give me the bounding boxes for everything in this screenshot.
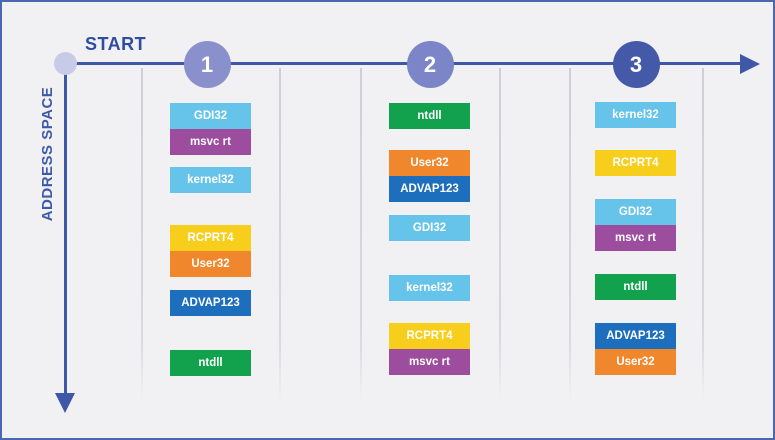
module-block-user32: User32 xyxy=(170,251,251,277)
module-block-user32: User32 xyxy=(389,150,470,176)
module-block-gdi32: GDI32 xyxy=(595,199,676,225)
module-block-gdi32: GDI32 xyxy=(389,215,470,241)
start-label: START xyxy=(85,34,147,54)
module-block-msvc-rt: msvc rt xyxy=(389,349,470,375)
step-circle-2: 2 xyxy=(406,41,454,88)
y-axis-label: ADDRESS SPACE xyxy=(39,86,56,222)
module-block-gdi32: GDI32 xyxy=(170,103,251,129)
module-block-user32: User32 xyxy=(595,349,676,375)
step-circle-1: 1 xyxy=(183,41,231,88)
module-block-ntdll: ntdll xyxy=(595,274,676,300)
module-block-ntdll: ntdll xyxy=(389,103,470,129)
module-block-rcprt4: RCPRT4 xyxy=(170,225,251,251)
lane-divider xyxy=(569,68,571,402)
right-arrow-icon xyxy=(740,54,760,74)
lane-divider xyxy=(279,68,281,402)
timeline-axis-line xyxy=(65,62,743,65)
module-block-kernel32: kernel32 xyxy=(389,275,470,301)
down-arrow-icon xyxy=(55,393,75,413)
start-dot xyxy=(54,52,77,75)
module-block-advap123: ADVAP123 xyxy=(389,176,470,202)
module-block-rcprt4: RCPRT4 xyxy=(595,150,676,176)
lane-divider xyxy=(360,68,362,402)
module-block-advap123: ADVAP123 xyxy=(170,290,251,316)
module-block-ntdll: ntdll xyxy=(170,350,251,376)
module-block-msvc-rt: msvc rt xyxy=(170,129,251,155)
module-block-kernel32: kernel32 xyxy=(595,102,676,128)
module-block-msvc-rt: msvc rt xyxy=(595,225,676,251)
step-circle-3: 3 xyxy=(612,41,660,88)
module-block-rcprt4: RCPRT4 xyxy=(389,323,470,349)
module-block-kernel32: kernel32 xyxy=(170,167,251,193)
address-space-axis-line xyxy=(64,64,67,394)
lane-divider xyxy=(702,68,704,402)
module-block-advap123: ADVAP123 xyxy=(595,323,676,349)
lane-divider xyxy=(499,68,501,402)
lane-divider xyxy=(141,68,143,402)
